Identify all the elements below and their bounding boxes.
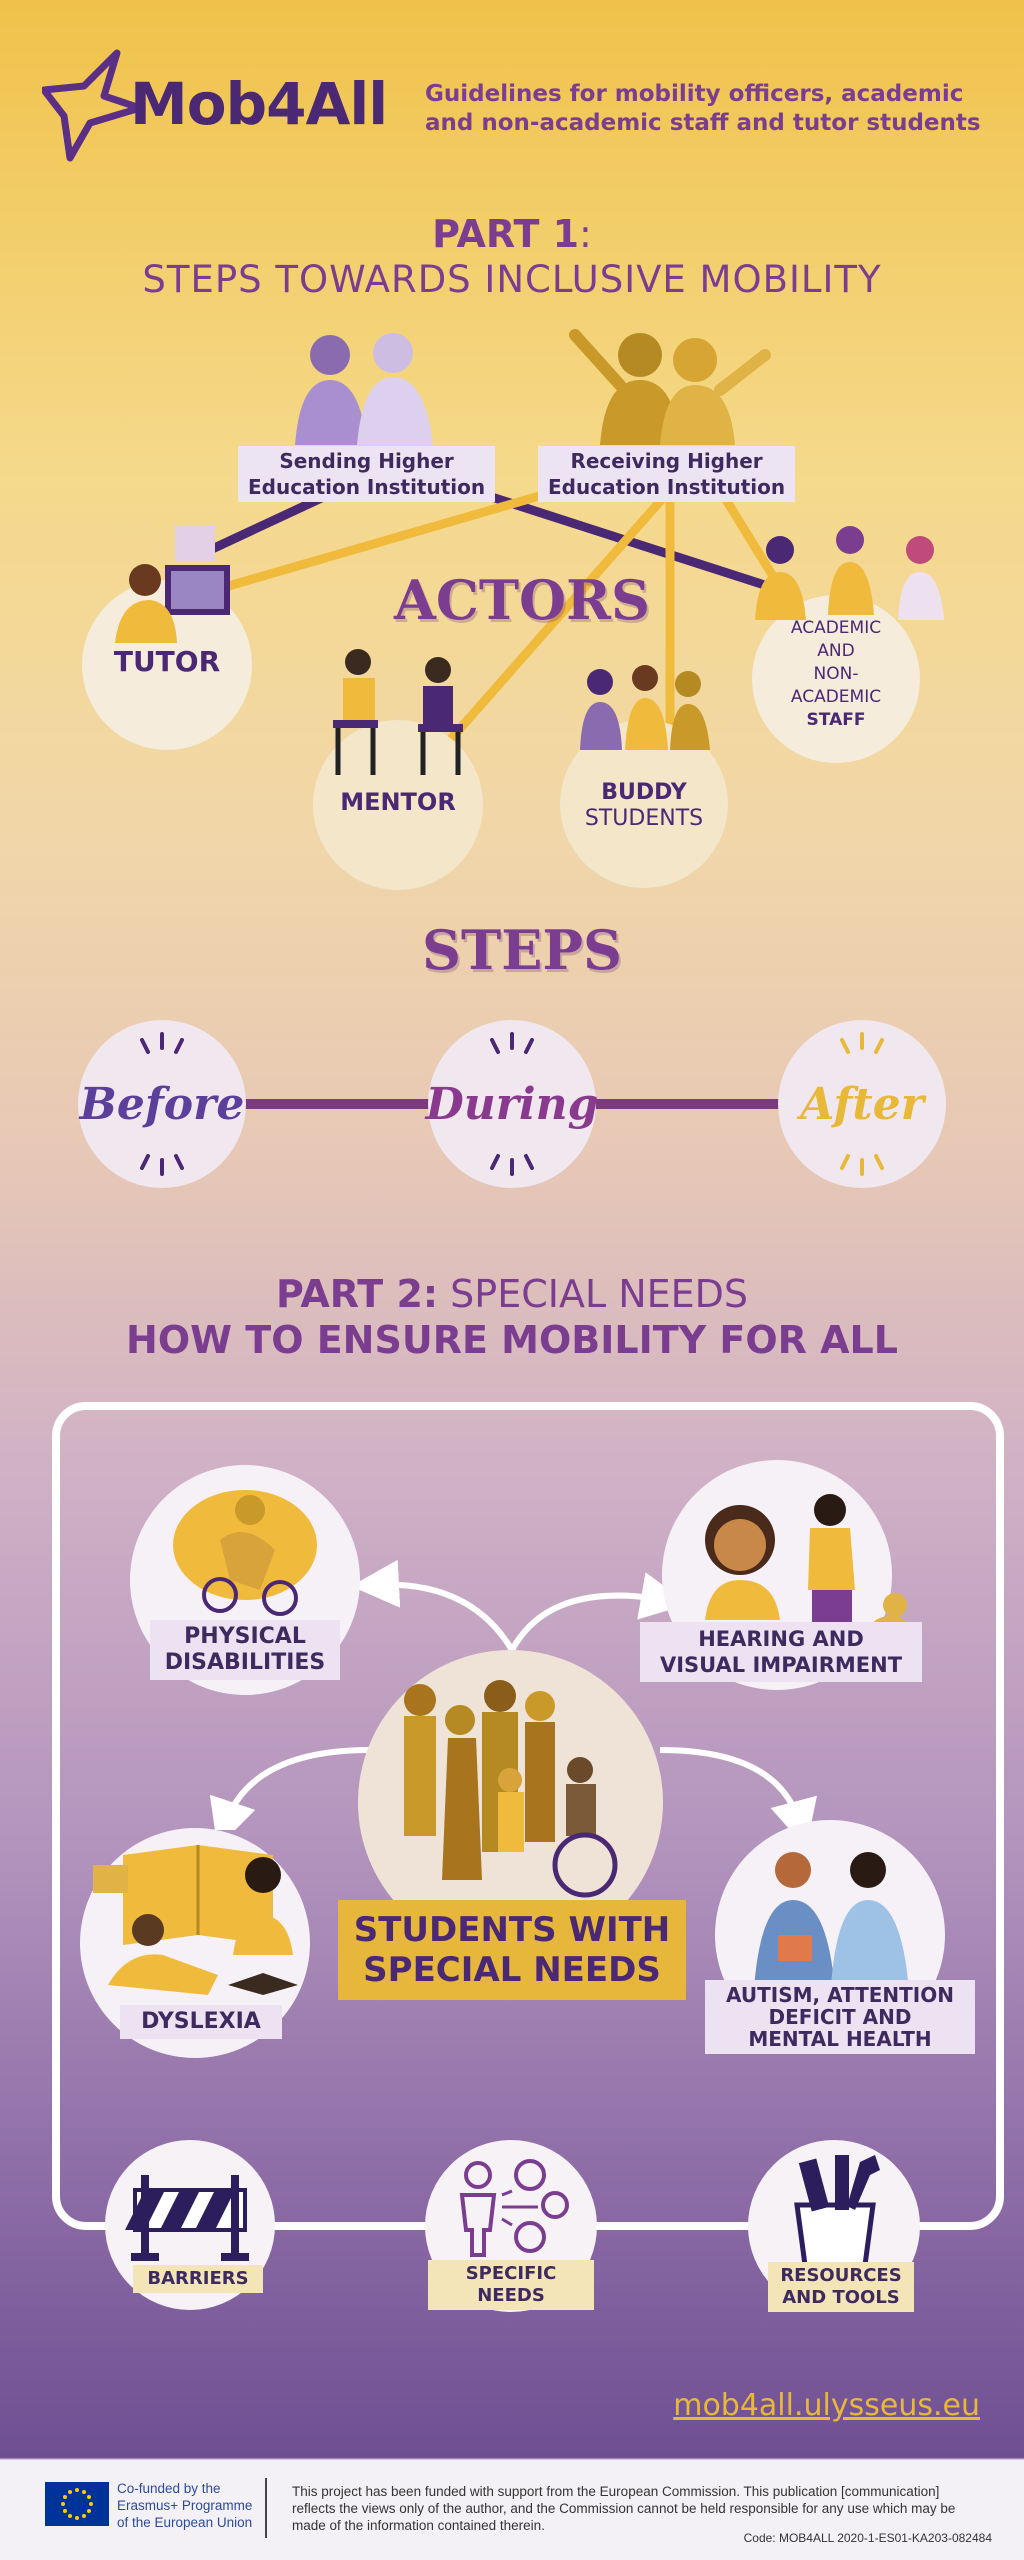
disclaimer-line1: This project has been funded with suppor… [292, 2484, 940, 2499]
physical-line1: PHYSICAL [184, 1624, 306, 1649]
hearing-visual-label: HEARING AND VISUAL IMPAIRMENT [640, 1622, 922, 1682]
physical-disability-illustration [173, 1490, 317, 1616]
receiving-hei-line1: Receiving Higher [570, 449, 763, 473]
staff-line3: NON- [813, 664, 859, 684]
website-container: mob4all.ulysseus.eu [0, 2388, 980, 2423]
steps-heading: STEPS [422, 918, 622, 982]
staff-label: ACADEMIC AND NON- ACADEMIC STAFF [752, 617, 920, 732]
staff-group-illustration [755, 526, 944, 620]
after-label: After [800, 1078, 924, 1130]
hearing-line2: VISUAL IMPAIRMENT [659, 1653, 903, 1677]
website-link[interactable]: mob4all.ulysseus.eu [673, 2388, 980, 2423]
star-logo-icon [42, 49, 142, 162]
resources-line2: AND TOOLS [782, 2287, 900, 2308]
barrier-icon [125, 2175, 249, 2261]
dyslexia-label: DYSLEXIA [120, 2005, 282, 2039]
logo-text: Mob4All [130, 70, 388, 138]
buddy-students-illustration [580, 665, 710, 750]
footer [0, 2460, 1024, 2560]
receiving-hei-label: Receiving Higher Education Institution [538, 446, 796, 502]
staff-circle [752, 595, 920, 763]
sending-hei-label: Sending Higher Education Institution [238, 446, 496, 502]
before-label: Before [79, 1078, 245, 1130]
eu-line1: Co-funded by the [117, 2481, 221, 2496]
resources-line1: RESOURCES [780, 2265, 902, 2286]
part1-subtitle: STEPS TOWARDS INCLUSIVE MOBILITY [142, 258, 882, 301]
barriers-label: BARRIERS [133, 2265, 263, 2293]
footer-divider [265, 2478, 267, 2538]
receiving-staff-illustration [569, 329, 771, 445]
hearing-line1: HEARING AND [698, 1627, 864, 1651]
during-label: During [425, 1078, 599, 1130]
part2-subtitle: HOW TO ENSURE MOBILITY FOR ALL [126, 1318, 898, 1362]
part2-title-light: SPECIAL NEEDS [438, 1272, 749, 1316]
physical-disabilities-label: PHYSICAL DISABILITIES [150, 1620, 340, 1680]
sending-hei-line1: Sending Higher [279, 449, 454, 473]
autism-line2: DEFICIT AND [768, 2005, 912, 2029]
toolbox-icon [794, 2155, 880, 2268]
part1-title-bold: PART 1 [432, 212, 580, 256]
project-code: Code: MOB4ALL 2020-1-ES01-KA203-082484 [743, 2531, 992, 2545]
autism-label: AUTISM, ATTENTION DEFICIT AND MENTAL HEA… [705, 1980, 975, 2054]
header-subtitle: Guidelines for mobility officers, academ… [425, 80, 981, 138]
tutor-computer-illustration [115, 525, 230, 643]
resources-tools-label: RESOURCES AND TOOLS [768, 2262, 914, 2312]
mentor-circle [313, 720, 483, 890]
step-sparkle-icon [140, 1032, 884, 1176]
buddy-line1: BUDDY [601, 780, 687, 805]
actors-network-lines [178, 475, 804, 770]
sending-hei-line2: Education Institution [248, 475, 486, 499]
eu-flag-icon [45, 2482, 109, 2526]
header-subtitle-line1: Guidelines for mobility officers, academ… [425, 81, 964, 107]
mentor-meeting-illustration [333, 649, 463, 775]
receiving-hei-line2: Education Institution [548, 475, 786, 499]
center-line1: STUDENTS WITH [353, 1910, 671, 1950]
specific-needs-icon [459, 2159, 569, 2257]
sending-staff-illustration [295, 333, 433, 445]
eu-funding-text: Co-funded by the Erasmus+ Programme of t… [117, 2480, 252, 2531]
buddy-line2: STUDENTS [584, 806, 704, 831]
autism-students-illustration [753, 1852, 910, 2005]
specific-needs-label: SPECIFIC NEEDS [428, 2260, 594, 2310]
autism-line3: MENTAL HEALTH [748, 2027, 932, 2051]
disclaimer-text: This project has been funded with suppor… [292, 2483, 992, 2534]
dyslexia-book-illustration [93, 1845, 298, 1995]
disclaimer-line3: made of the information contained therei… [292, 2518, 545, 2533]
staff-line1: ACADEMIC [790, 618, 882, 638]
students-special-needs-label: STUDENTS WITH SPECIAL NEEDS [338, 1900, 686, 2000]
part2-title: PART 2: SPECIAL NEEDS [0, 1272, 1024, 1316]
staff-line5: STAFF [806, 710, 866, 730]
eu-line3: of the European Union [117, 2515, 253, 2530]
physical-line2: DISABILITIES [164, 1650, 326, 1675]
disclaimer-line2: reflects the views only of the author, a… [292, 2501, 956, 2516]
center-line2: SPECIAL NEEDS [363, 1950, 661, 1990]
staff-line4: ACADEMIC [790, 687, 882, 707]
eu-line2: Erasmus+ Programme [117, 2498, 253, 2513]
curved-arrows-icon [209, 1560, 817, 1830]
autism-line1: AUTISM, ATTENTION [726, 1983, 954, 2007]
actors-heading: ACTORS [394, 568, 650, 632]
staff-line2: AND [817, 641, 855, 661]
part2-title-bold: PART 2: [275, 1272, 439, 1316]
tutor-label: TUTOR [113, 645, 221, 678]
hearing-visual-illustration [705, 1494, 910, 1644]
part1-title: PART 1: [0, 212, 1024, 256]
buddy-label: BUDDY STUDENTS [560, 780, 728, 832]
mentor-label: MENTOR [340, 788, 456, 816]
header-subtitle-line2: and non-academic staff and tutor student… [425, 110, 981, 136]
part1-title-colon: : [579, 212, 592, 256]
students-group-illustration [404, 1680, 618, 1898]
